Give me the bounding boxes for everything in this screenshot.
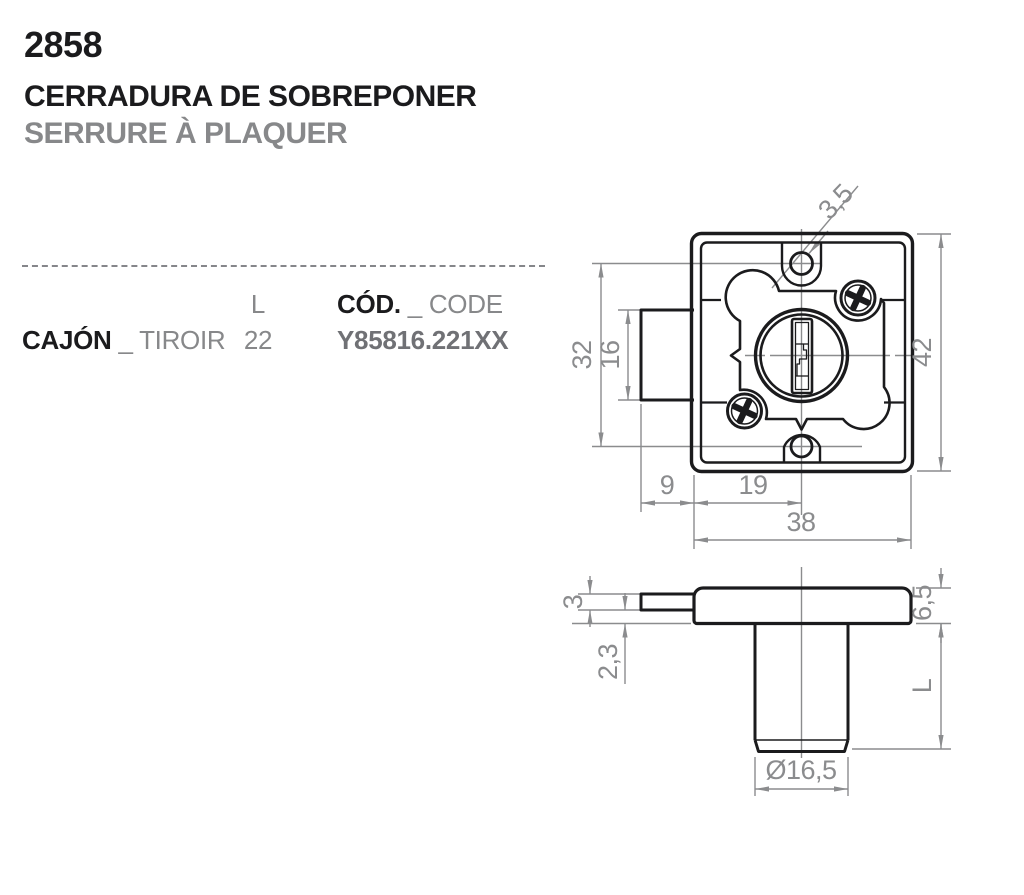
- product-type-spanish: CAJÓN: [22, 325, 112, 355]
- dim-cylinder-diameter: Ø16,5: [765, 755, 836, 785]
- dim-plate-width: 38: [786, 507, 815, 537]
- front-extension-lines: [592, 185, 951, 549]
- table-row-product-type: CAJÓN _ TIROIR: [22, 325, 226, 356]
- bottom-mounting-hole: [789, 434, 814, 459]
- plate-inner-edge: [699, 241, 907, 464]
- dim-cylinder-length: L: [907, 678, 937, 693]
- top-hole-pocket: [780, 243, 823, 287]
- table-header-code-label: _ CODE: [407, 289, 503, 319]
- plate-outer-edge: [689, 231, 915, 474]
- title-french: SERRURE À PLAQUER: [24, 117, 348, 150]
- face-clover-outline: [724, 268, 891, 431]
- dim-latch-thickness: 3: [558, 595, 588, 610]
- dim-hole-spacing: 32: [567, 340, 597, 369]
- cylinder-outer: [753, 307, 850, 404]
- dashed-separator: [22, 265, 545, 267]
- table-header-code: CÓD. _ CODE: [337, 289, 503, 320]
- cylinder-inner: [759, 313, 844, 398]
- table-header-l: L: [250, 289, 266, 319]
- dim-latch-offset: 9: [660, 470, 675, 500]
- side-extension-lines: [572, 567, 951, 796]
- keyhole-key-profile: [795, 343, 809, 377]
- latch-bolt-side: [639, 592, 694, 612]
- side-view-drawing: 3 2,3 6,5 L Ø16,5: [558, 567, 951, 796]
- dim-plate-depth: 6,5: [907, 585, 937, 621]
- title-spanish: CERRADURA DE SOBREPONER: [24, 80, 477, 113]
- keyhole-slot: [790, 317, 814, 395]
- plate-side-profile: [692, 586, 913, 626]
- top-mounting-hole: [789, 251, 814, 276]
- dim-center-offset: 19: [738, 470, 767, 500]
- dim-gap: 2,3: [593, 644, 623, 680]
- table-header-cod-label: CÓD.: [337, 289, 401, 319]
- front-view-drawing: 3,5 32 16 42 9 19 38: [567, 178, 951, 549]
- dim-latch-height: 16: [595, 340, 625, 369]
- latch-bolt-front: [639, 308, 694, 402]
- dim-hole-diameter: 3,5: [812, 178, 859, 225]
- lock-side-body: [639, 586, 913, 753]
- front-dimension-lines: [598, 230, 944, 543]
- screw-bottom-left-icon: [726, 392, 763, 430]
- lock-front-body: [639, 231, 915, 474]
- screw-top-right-icon: [839, 279, 877, 317]
- product-number: 2858: [24, 24, 103, 65]
- dim-plate-height: 42: [907, 338, 937, 367]
- cylinder-side-profile: [753, 623, 850, 753]
- table-row-l-value: 22: [243, 325, 273, 355]
- side-dimension-lines: [587, 568, 944, 792]
- product-type-french: _ TIROIR: [118, 325, 226, 355]
- table-row-code-value: Y85816.221XX: [337, 325, 509, 355]
- hole-leader-line: [771, 185, 859, 289]
